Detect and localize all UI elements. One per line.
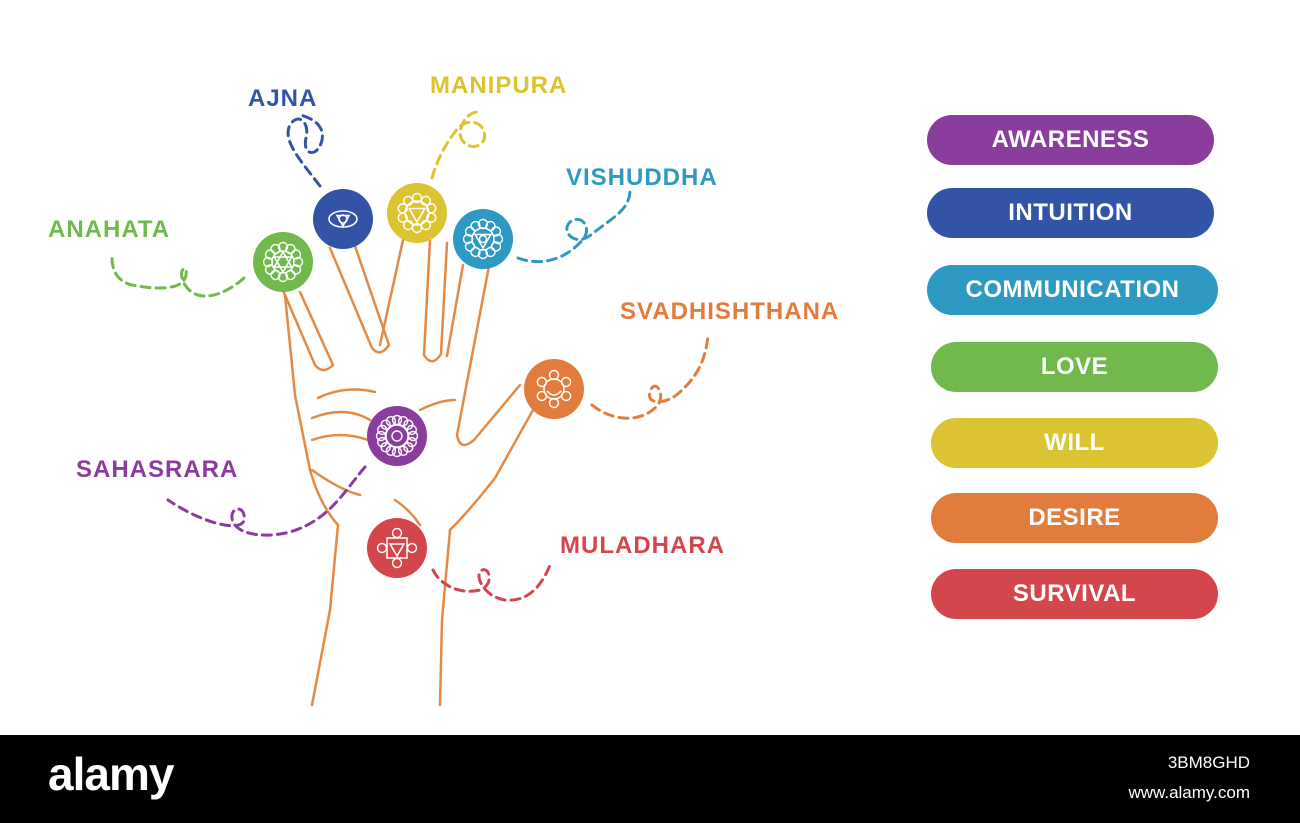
quality-pill-will: WILL [931,418,1218,468]
connector-muladhara [433,565,550,600]
chakra-label-anahata: ANAHATA [48,216,170,244]
chakra-circle-muladhara [367,518,427,578]
image-id: 3BM8GHD [1168,753,1250,773]
quality-pill-intuition: INTUITION [927,188,1214,238]
chakra-label-ajna: AJNA [248,85,317,113]
chakra-label-sahasrara: SAHASRARA [76,456,238,484]
chakra-circle-manipura [387,183,447,243]
hand-outline [282,240,533,705]
quality-pill-desire: DESIRE [931,493,1218,543]
connector-anahata [112,258,244,296]
chakra-circle-ajna [313,189,373,249]
connector-manipura [432,112,485,178]
footer-url: www.alamy.com [1128,783,1250,803]
quality-pill-awareness: AWARENESS [927,115,1214,165]
connector-svadhishthana [592,335,708,418]
alamy-logo: alamy [48,747,173,801]
watermark-footer: alamy 3BM8GHD www.alamy.com [0,735,1300,823]
quality-pill-communication: COMMUNICATION [927,265,1218,315]
quality-pill-survival: SURVIVAL [931,569,1218,619]
chakra-circle-sahasrara [367,406,427,466]
chakra-circle-svadhishthana [524,359,584,419]
chakra-label-vishuddha: VISHUDDHA [566,164,718,192]
connector-ajna [288,115,322,186]
chakra-label-muladhara: MULADHARA [560,532,725,560]
chakra-label-svadhishthana: SVADHISHTHANA [620,298,839,326]
chakra-label-manipura: MANIPURA [430,72,567,100]
connector-vishuddha [518,190,630,262]
chakra-circle-anahata [253,232,313,292]
chakra-circle-vishuddha [453,209,513,269]
quality-pill-love: LOVE [931,342,1218,392]
